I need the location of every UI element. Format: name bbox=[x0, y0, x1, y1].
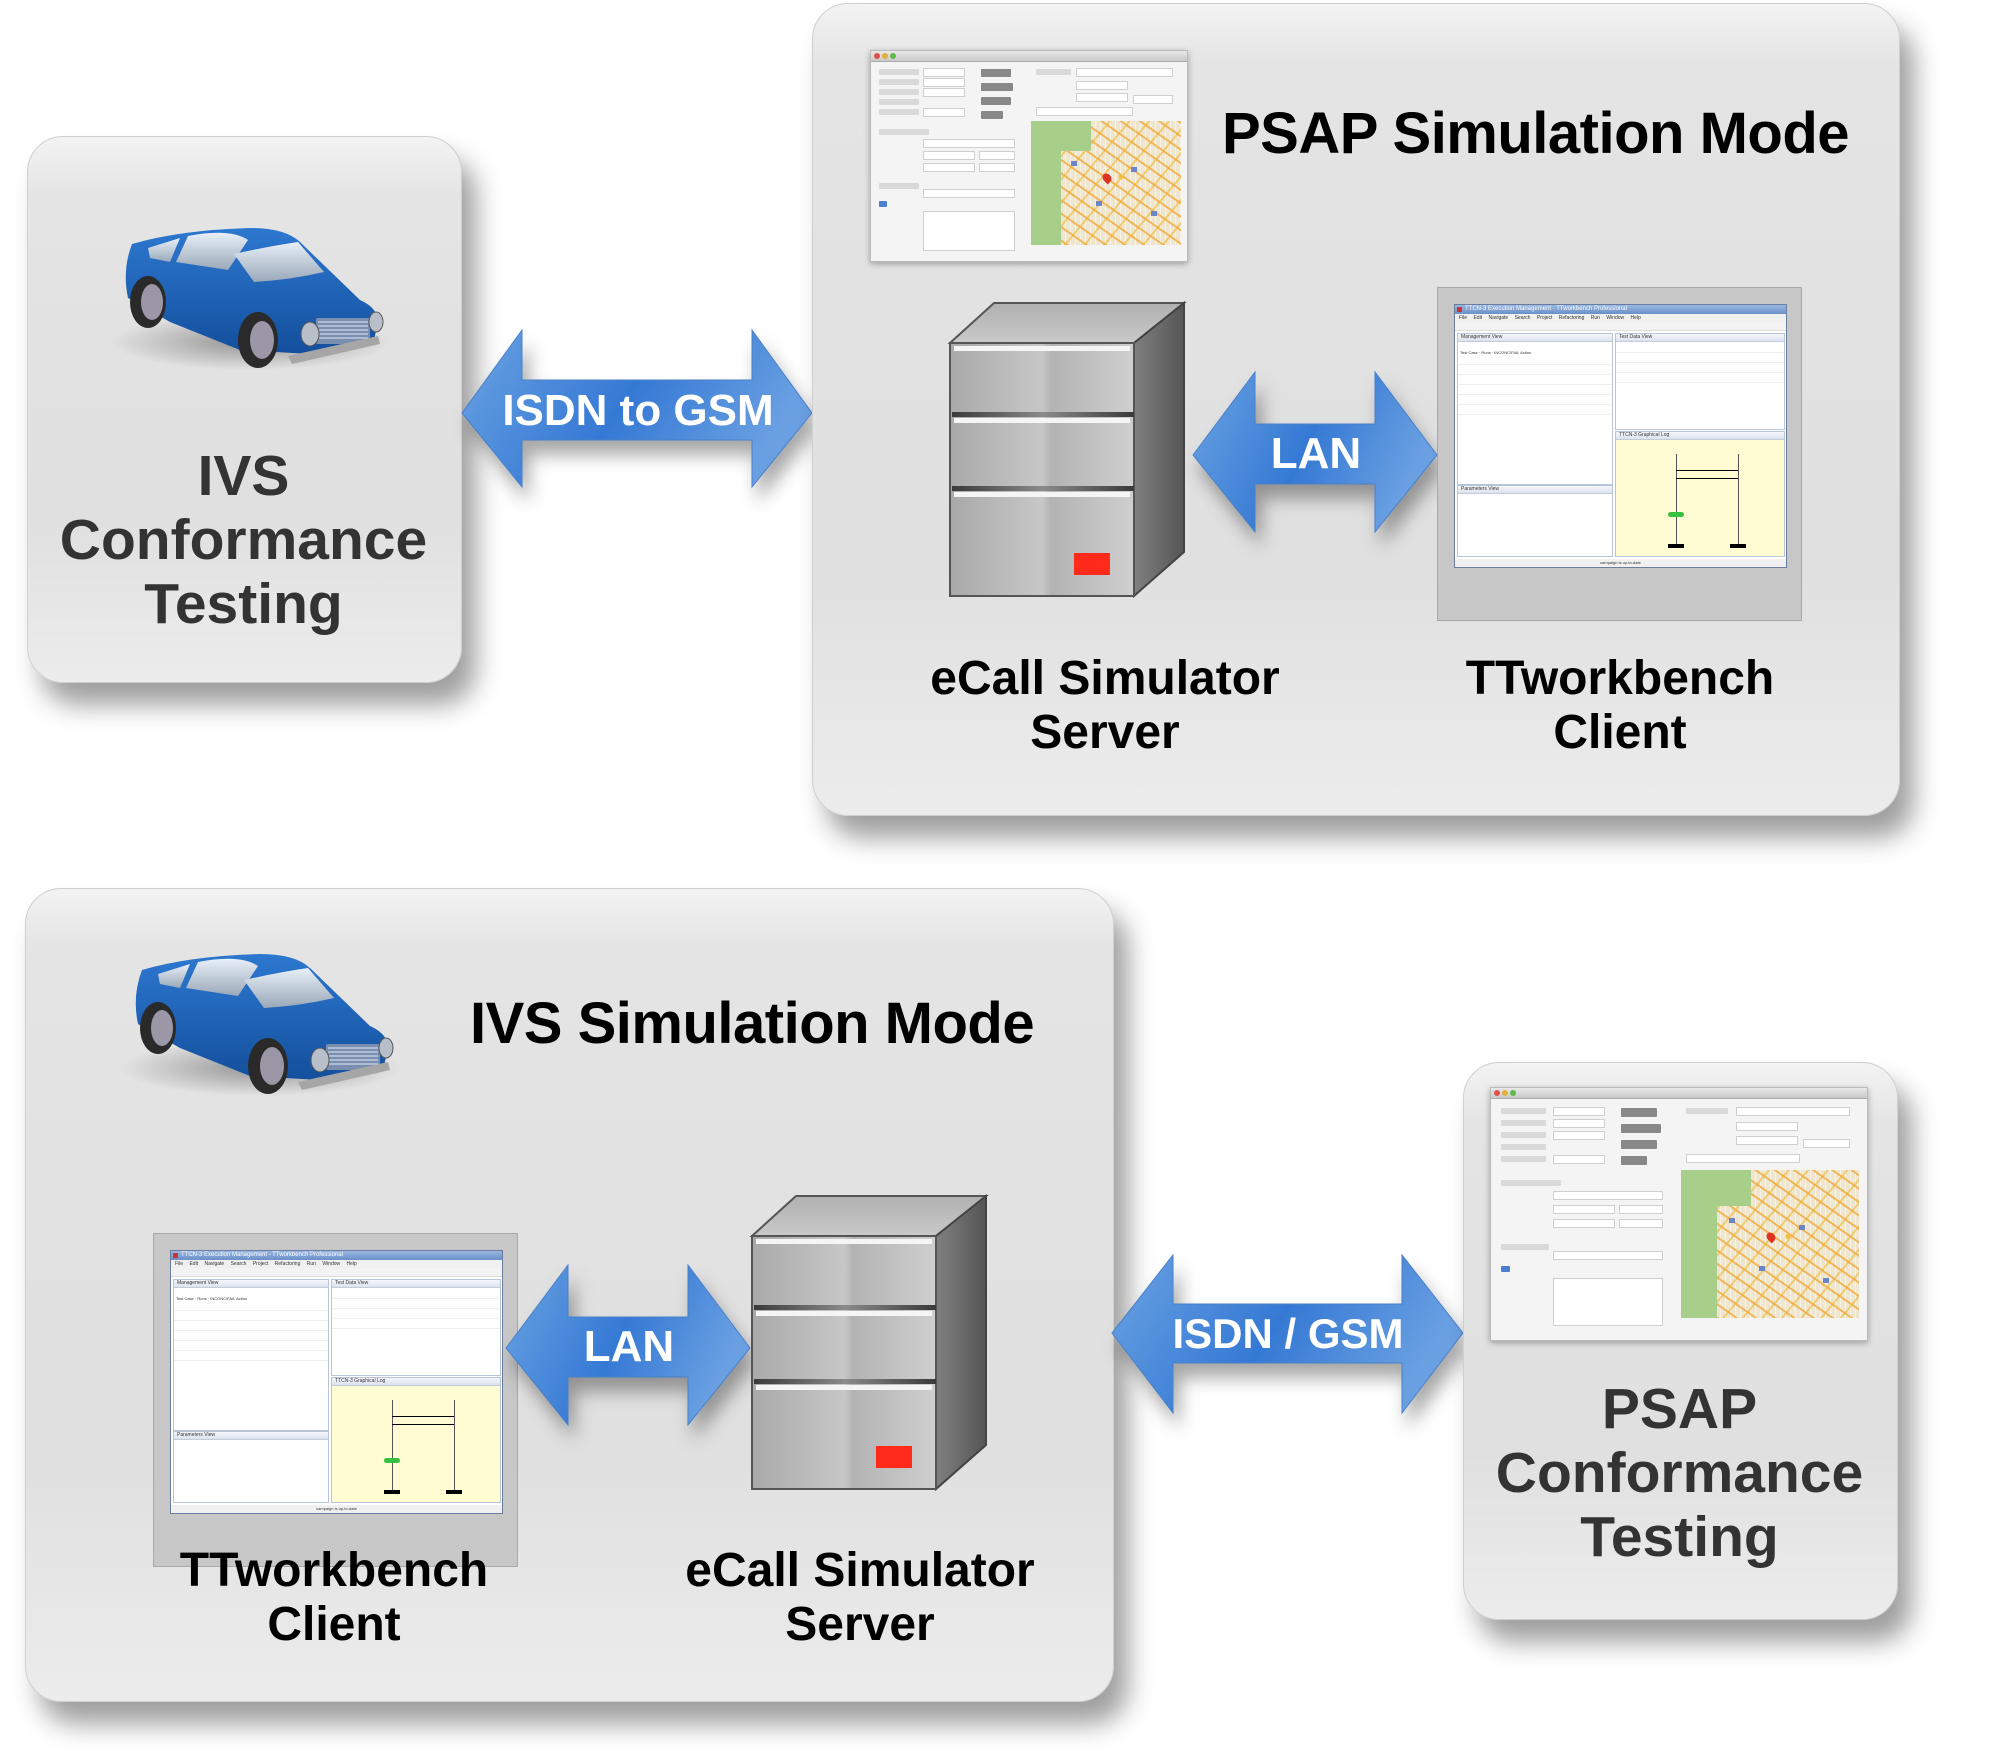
test-data-view-pane: Test Data View bbox=[1615, 333, 1785, 430]
menu-item: Edit bbox=[189, 1261, 199, 1267]
ecall-server-label-line-2: Server bbox=[785, 1597, 935, 1651]
lan-label-top: LAN bbox=[1270, 429, 1362, 478]
psap-application-screenshot bbox=[1490, 1087, 1868, 1341]
ecall-server-label-line-2: Server bbox=[1030, 705, 1180, 759]
menu-item: Refactoring bbox=[274, 1261, 301, 1267]
graphical-log-pane: TTCN-3 Graphical Log bbox=[331, 1377, 501, 1503]
window-title: TTCN-3 Execution Management - TTworkbenc… bbox=[171, 1251, 502, 1260]
ttworkbench-window: TTCN-3 Execution Management - TTworkbenc… bbox=[170, 1250, 503, 1514]
parameters-view-pane: Parameters View bbox=[173, 1431, 329, 1503]
menu-item: Search bbox=[1514, 315, 1531, 321]
ivs-simulation-title: IVS Simulation Mode bbox=[470, 991, 1035, 1056]
map-image bbox=[1681, 1170, 1859, 1318]
ivs-conformance-label-line-3: Testing bbox=[144, 571, 343, 636]
ecall-server-label-line-1: eCall Simulator bbox=[930, 652, 1280, 705]
menu-item: Search bbox=[230, 1261, 247, 1267]
window-titlebar bbox=[1491, 1088, 1867, 1099]
lan-label-bottom: LAN bbox=[583, 1322, 675, 1371]
menu-item: Window bbox=[322, 1261, 341, 1267]
toolbar bbox=[1455, 322, 1786, 331]
window-title: TTCN-3 Execution Management - TTworkbenc… bbox=[1455, 305, 1786, 314]
psap-conformance-label-line-3: Testing bbox=[1580, 1504, 1779, 1569]
ivs-conformance-label-line-2: Conformance bbox=[59, 507, 428, 572]
ttworkbench-screenshot: TTCN-3 Execution Management - TTworkbenc… bbox=[1437, 287, 1802, 621]
menu-bar: File Edit Navigate Search Project Refact… bbox=[1455, 314, 1786, 322]
graphical-log-pane: TTCN-3 Graphical Log bbox=[1615, 431, 1785, 557]
menu-item: Project bbox=[252, 1261, 269, 1267]
psap-simulation-title: PSAP Simulation Mode bbox=[1222, 101, 1850, 166]
status-bar: campaign is up-to-date bbox=[1455, 559, 1786, 567]
psap-application-screenshot bbox=[870, 50, 1188, 262]
led-indicator bbox=[876, 1446, 912, 1468]
ivs-conformance-label: IVS Conformance Testing bbox=[27, 444, 460, 636]
isdn-gsm-label: ISDN / GSM bbox=[1172, 1310, 1404, 1357]
ttworkbench-client-label-line-2: Client bbox=[267, 1597, 401, 1651]
menu-item: Window bbox=[1606, 315, 1625, 321]
menu-item: Run bbox=[1590, 315, 1600, 321]
test-data-view-pane: Test Data View bbox=[331, 1279, 501, 1376]
ecall-server-label-line-1: eCall Simulator bbox=[685, 1544, 1035, 1597]
menu-item: File bbox=[175, 1261, 184, 1267]
isdn-to-gsm-label: ISDN to GSM bbox=[502, 386, 774, 435]
ttworkbench-client-label: TTworkbench Client bbox=[134, 1544, 534, 1652]
ecall-server-label: eCall Simulator Server bbox=[900, 652, 1310, 760]
led-indicator bbox=[1074, 553, 1110, 575]
location-pin-icon bbox=[1764, 1230, 1778, 1244]
map-image bbox=[1031, 121, 1181, 245]
menu-item: Project bbox=[1536, 315, 1553, 321]
ttworkbench-client-label: TTworkbench Client bbox=[1420, 652, 1820, 760]
menu-item: Navigate bbox=[1488, 315, 1509, 321]
ttworkbench-client-label-line-1: TTworkbench bbox=[179, 1544, 489, 1597]
management-view-pane: Management View Test Case · Runs · INCON… bbox=[1457, 333, 1613, 485]
car-icon bbox=[110, 228, 390, 370]
ecall-server-icon bbox=[749, 1193, 989, 1492]
menu-item: File bbox=[1459, 315, 1468, 321]
menu-item: Navigate bbox=[204, 1261, 225, 1267]
ivs-conformance-label-line-1: IVS bbox=[197, 444, 290, 508]
menu-item: Refactoring bbox=[1558, 315, 1585, 321]
management-view-pane: Management View Test Case · Runs · INCON… bbox=[173, 1279, 329, 1431]
menu-item: Help bbox=[346, 1261, 357, 1267]
ecall-server-label: eCall Simulator Server bbox=[655, 1544, 1065, 1652]
window-titlebar bbox=[871, 51, 1187, 62]
menu-item: Run bbox=[306, 1261, 316, 1267]
menu-item: Edit bbox=[1473, 315, 1483, 321]
ivs-conformance-box bbox=[27, 136, 462, 683]
lan-arrow-icon bbox=[505, 1263, 751, 1427]
ttworkbench-window: TTCN-3 Execution Management - TTworkbenc… bbox=[1454, 304, 1787, 568]
ttworkbench-client-label-line-1: TTworkbench bbox=[1465, 652, 1775, 705]
psap-conformance-label-line-1: PSAP bbox=[1601, 1377, 1758, 1441]
ttworkbench-client-label-line-2: Client bbox=[1553, 705, 1687, 759]
car-icon bbox=[120, 954, 400, 1096]
toolbar bbox=[171, 1268, 502, 1277]
status-bar: campaign is up-to-date bbox=[171, 1505, 502, 1513]
psap-conformance-label: PSAP Conformance Testing bbox=[1463, 1377, 1896, 1569]
psap-conformance-label-line-2: Conformance bbox=[1495, 1440, 1864, 1505]
location-pin-icon bbox=[1100, 171, 1114, 185]
menu-item: Help bbox=[1630, 315, 1641, 321]
ttworkbench-screenshot: TTCN-3 Execution Management - TTworkbenc… bbox=[153, 1233, 518, 1567]
parameters-view-pane: Parameters View bbox=[1457, 485, 1613, 557]
menu-bar: File Edit Navigate Search Project Refact… bbox=[171, 1260, 502, 1268]
ecall-server-icon bbox=[947, 300, 1187, 599]
